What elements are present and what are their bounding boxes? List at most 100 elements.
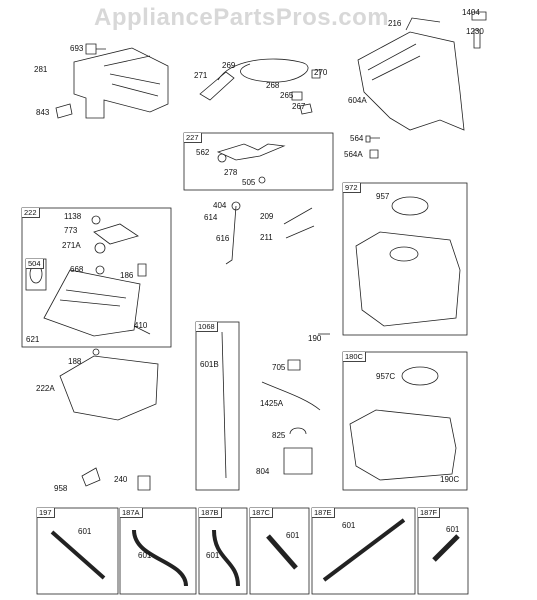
spring-209 bbox=[283, 207, 313, 225]
frame-187F bbox=[417, 507, 469, 595]
frame-180C bbox=[342, 351, 468, 491]
nut-505 bbox=[258, 176, 266, 184]
fuel-line-1425A bbox=[261, 381, 321, 411]
label-270: 270 bbox=[314, 68, 328, 77]
label-604A: 604A bbox=[348, 96, 367, 105]
group-504: 504 bbox=[26, 259, 44, 269]
label-271: 271 bbox=[194, 71, 208, 80]
label-601-187F: 601 bbox=[446, 525, 460, 534]
group-187A: 187A bbox=[120, 508, 143, 518]
hose-187C bbox=[266, 534, 298, 570]
label-621: 621 bbox=[26, 335, 40, 344]
hose-187B bbox=[212, 529, 240, 587]
part-267 bbox=[299, 103, 313, 115]
label-190: 190 bbox=[308, 334, 322, 343]
label-668: 668 bbox=[70, 265, 84, 274]
label-601-197: 601 bbox=[78, 527, 92, 536]
lever-271 bbox=[199, 71, 235, 101]
label-601B: 601B bbox=[200, 360, 219, 369]
label-188: 188 bbox=[68, 357, 82, 366]
part-1404 bbox=[471, 11, 487, 21]
label-265: 265 bbox=[280, 91, 294, 100]
part-188 bbox=[92, 348, 100, 356]
filter-804 bbox=[283, 447, 313, 475]
label-190C: 190C bbox=[440, 475, 460, 484]
group-222: 222 bbox=[22, 208, 40, 218]
hose-187E bbox=[322, 518, 406, 582]
label-957: 957 bbox=[376, 192, 390, 201]
lever-773 bbox=[93, 223, 139, 245]
label-825: 825 bbox=[272, 431, 286, 440]
watermark: AppliancePartsPros.com bbox=[94, 4, 390, 31]
frame-227 bbox=[183, 132, 334, 191]
bracket-222 bbox=[43, 269, 141, 337]
label-773: 773 bbox=[64, 226, 78, 235]
label-601-187C: 601 bbox=[286, 531, 300, 540]
frame-187A bbox=[119, 507, 197, 595]
label-267: 267 bbox=[292, 102, 306, 111]
part-668 bbox=[95, 265, 105, 275]
fuel-cap-957 bbox=[391, 196, 429, 216]
label-601-187B: 601 bbox=[206, 551, 220, 560]
spring-211 bbox=[285, 225, 315, 239]
label-410: 410 bbox=[134, 321, 148, 330]
label-614: 614 bbox=[204, 213, 218, 222]
clip-843 bbox=[55, 103, 73, 119]
hose-187A bbox=[132, 529, 188, 587]
fuel-tank-972 bbox=[355, 231, 461, 327]
part-1138 bbox=[91, 215, 101, 225]
label-1425A: 1425A bbox=[260, 399, 284, 408]
group-972: 972 bbox=[343, 183, 361, 193]
washer-271A bbox=[94, 242, 106, 254]
part-240 bbox=[137, 475, 151, 491]
group-187B: 187B bbox=[199, 508, 222, 518]
label-693: 693 bbox=[70, 44, 84, 53]
fuel-tank-180C bbox=[349, 409, 457, 481]
label-269: 269 bbox=[222, 61, 236, 70]
label-601-187A: 601 bbox=[138, 551, 152, 560]
rod-616 bbox=[225, 205, 237, 265]
frame-197 bbox=[36, 507, 119, 595]
label-505: 505 bbox=[242, 178, 256, 187]
label-281: 281 bbox=[34, 65, 48, 74]
label-240: 240 bbox=[114, 475, 128, 484]
fuel-cap-957C bbox=[401, 366, 439, 386]
hose-187F bbox=[432, 534, 460, 562]
label-271A: 271A bbox=[62, 241, 81, 250]
label-958: 958 bbox=[54, 484, 68, 493]
part-958 bbox=[81, 467, 101, 487]
tube-601B bbox=[221, 331, 227, 479]
label-616: 616 bbox=[216, 234, 230, 243]
frame-972 bbox=[342, 182, 468, 336]
screw-186 bbox=[137, 263, 147, 277]
label-186: 186 bbox=[120, 271, 134, 280]
frame-222 bbox=[21, 207, 172, 348]
group-1068: 1068 bbox=[196, 322, 218, 332]
nut-564A bbox=[369, 149, 379, 159]
group-187F: 187F bbox=[418, 508, 441, 518]
label-804: 804 bbox=[256, 467, 270, 476]
label-562: 562 bbox=[196, 148, 210, 157]
bracket-281 bbox=[73, 47, 169, 119]
frame-187C bbox=[249, 507, 310, 595]
frame-1068 bbox=[195, 321, 240, 491]
group-187E: 187E bbox=[312, 508, 335, 518]
group-187C: 187C bbox=[250, 508, 273, 518]
group-227: 227 bbox=[184, 133, 202, 143]
bolt-564 bbox=[365, 135, 380, 143]
hose-197 bbox=[50, 530, 106, 580]
lever-227 bbox=[216, 143, 286, 161]
group-197: 197 bbox=[37, 508, 55, 518]
label-216: 216 bbox=[388, 19, 402, 28]
part-265 bbox=[291, 91, 303, 101]
label-957C: 957C bbox=[376, 372, 396, 381]
frame-187E bbox=[311, 507, 416, 595]
label-601-187E: 601 bbox=[342, 521, 356, 530]
label-404: 404 bbox=[213, 201, 227, 210]
shroud-604A bbox=[357, 31, 465, 131]
hose-825 bbox=[289, 427, 307, 435]
part-270 bbox=[311, 69, 321, 79]
bolt-1230 bbox=[473, 29, 481, 49]
